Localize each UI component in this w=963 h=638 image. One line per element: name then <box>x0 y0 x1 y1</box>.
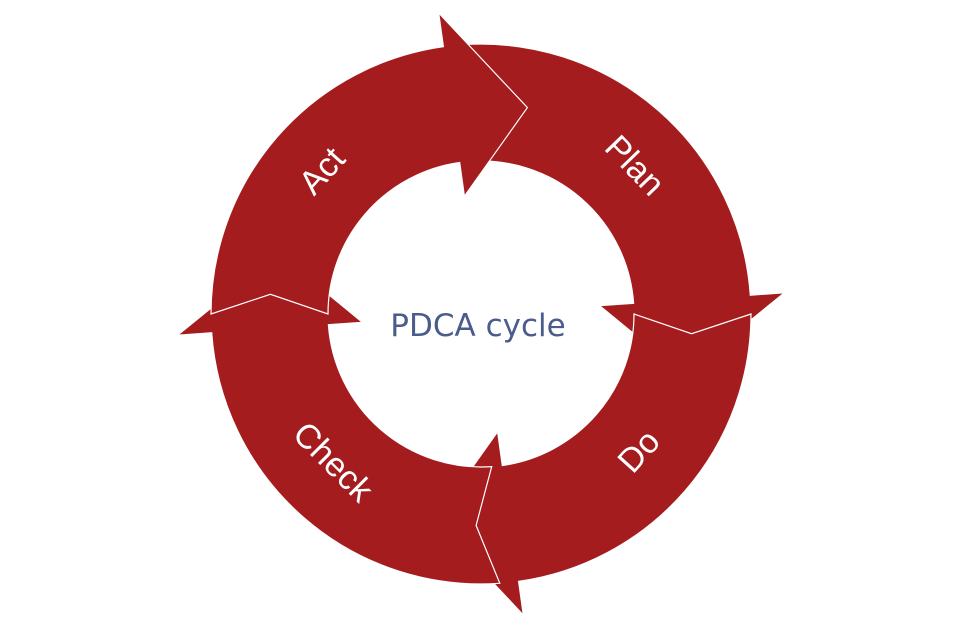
arrow-segment-plan <box>461 43 787 376</box>
arrow-segment-do <box>433 313 752 617</box>
arrow-segment-act <box>210 11 529 315</box>
cycle-arrows <box>175 11 787 617</box>
arrow-segment-check <box>175 252 501 585</box>
center-title: PDCA cycle <box>390 308 565 344</box>
